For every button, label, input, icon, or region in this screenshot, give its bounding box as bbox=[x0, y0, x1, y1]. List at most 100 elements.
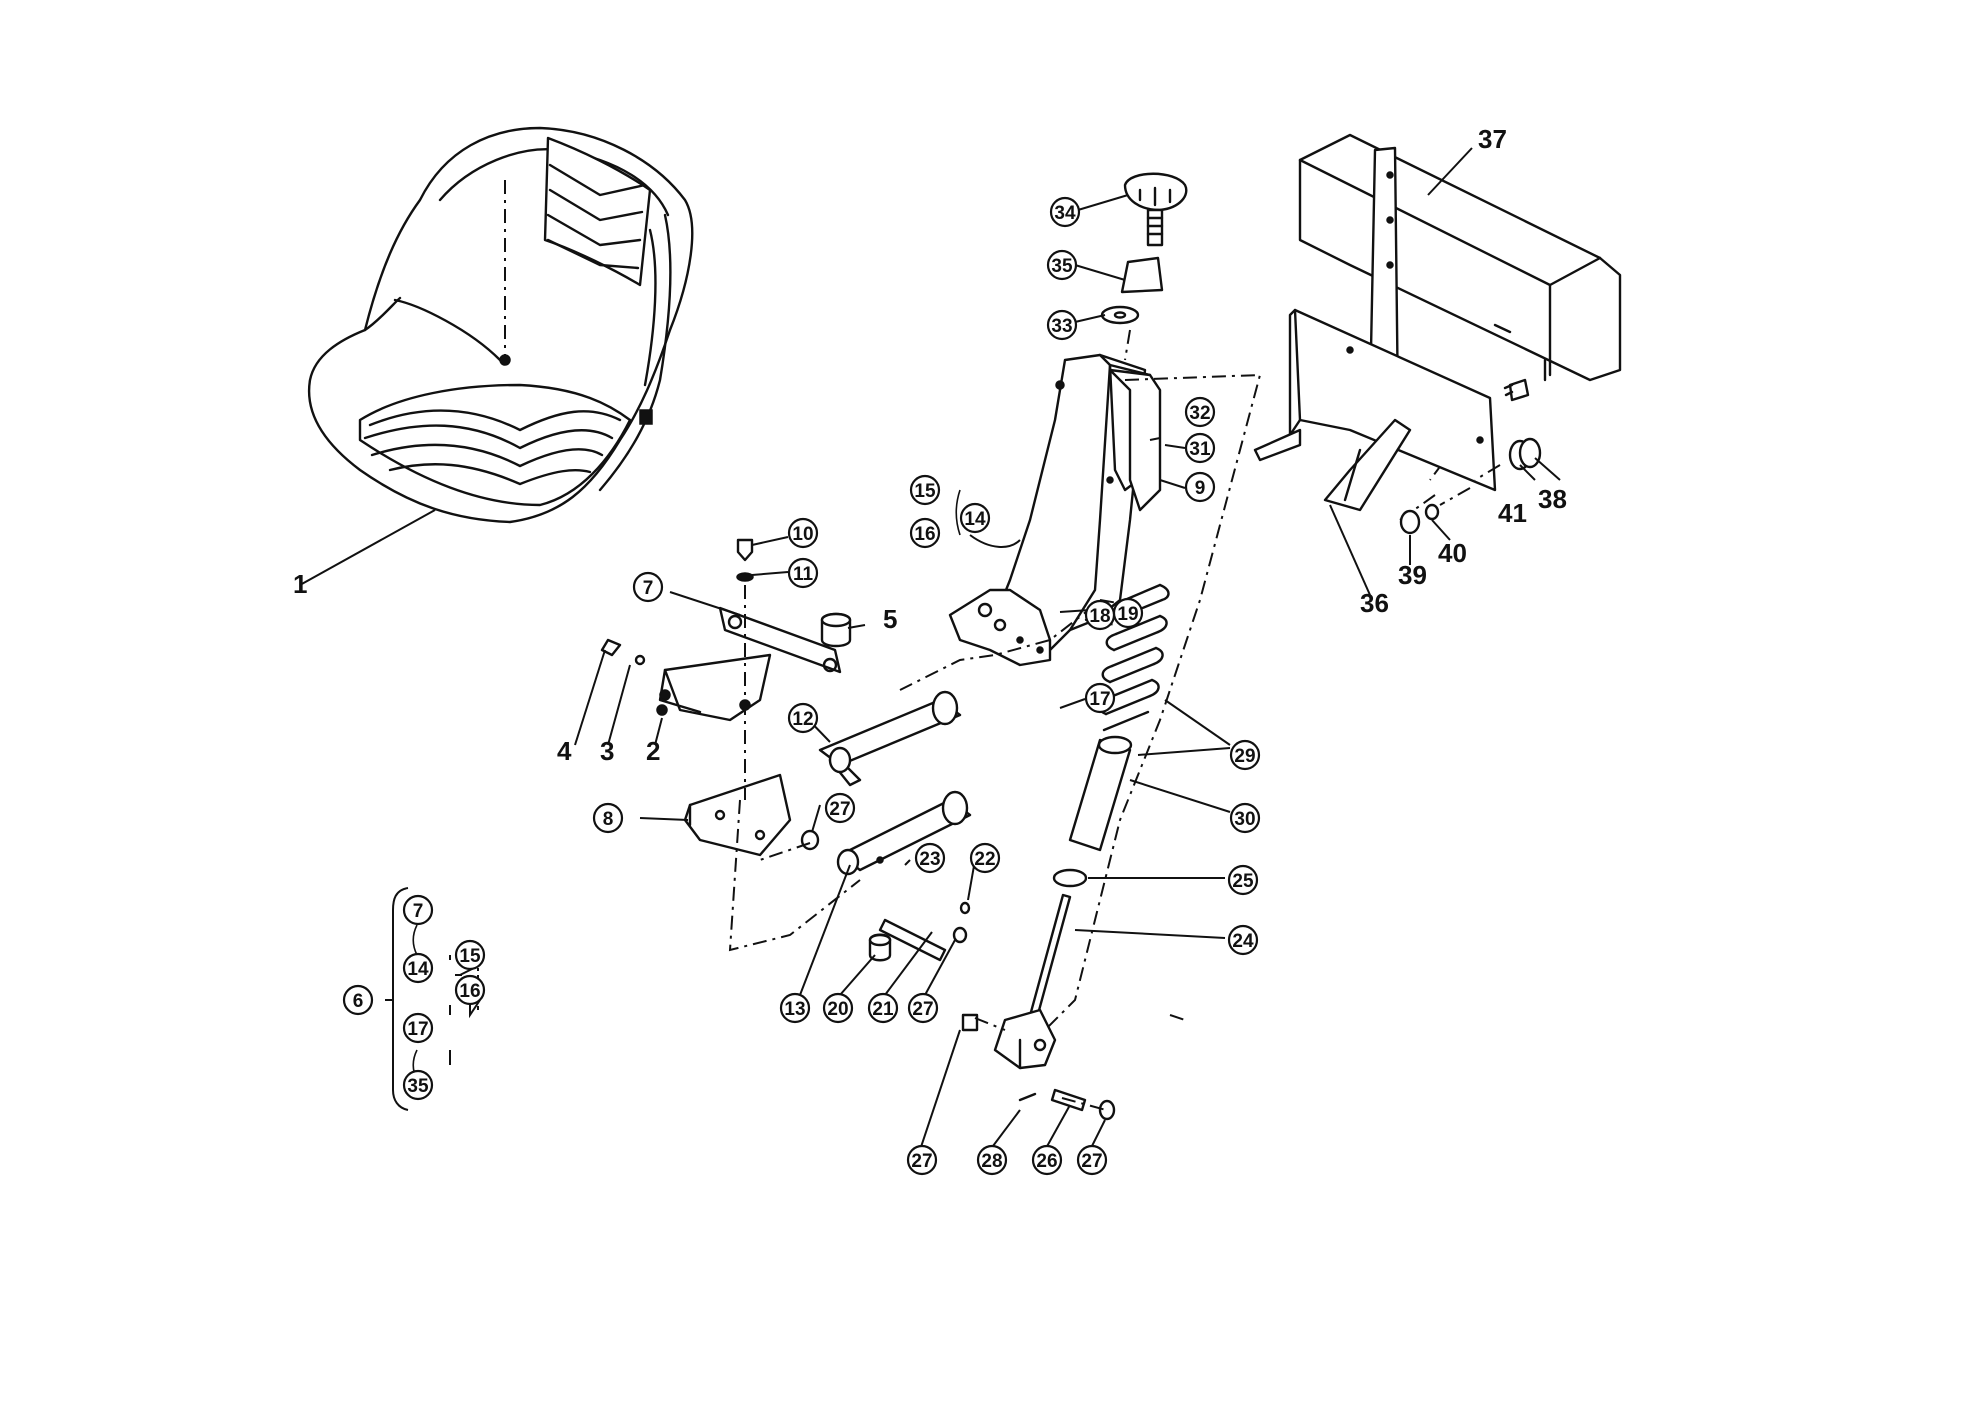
callout-circle bbox=[1184, 396, 1216, 428]
callout-number: 22 bbox=[974, 849, 995, 870]
callout-19: 19 bbox=[1112, 597, 1144, 629]
label-1: 1 bbox=[293, 569, 307, 599]
knob-34 bbox=[1123, 172, 1188, 247]
callout-circle bbox=[822, 992, 854, 1024]
callout-circle bbox=[1076, 1144, 1108, 1176]
callout-number: 26 bbox=[1036, 1151, 1057, 1172]
callout-number: 20 bbox=[827, 999, 848, 1020]
callout-31: 31 bbox=[1184, 432, 1216, 464]
collar-35 bbox=[1120, 256, 1164, 294]
seat bbox=[307, 126, 694, 524]
callout-number: 32 bbox=[1189, 403, 1210, 424]
callout-number: 31 bbox=[1189, 439, 1211, 460]
callout-number: 19 bbox=[1117, 604, 1138, 625]
callout-14: 14 bbox=[402, 952, 434, 984]
link-arm-12 bbox=[818, 690, 962, 787]
bracket-36 bbox=[1253, 146, 1497, 512]
callout-6: 6 bbox=[342, 984, 374, 1016]
callout-11: 11 bbox=[787, 557, 819, 589]
callout-circle bbox=[976, 1144, 1008, 1176]
callout-number: 11 bbox=[793, 564, 814, 585]
callout-8: 8 bbox=[592, 802, 624, 834]
callout-32: 32 bbox=[1184, 396, 1216, 428]
callout-circle bbox=[454, 939, 486, 971]
callout-circle bbox=[779, 992, 811, 1024]
callout-circle bbox=[1184, 471, 1216, 503]
callout-30: 30 bbox=[1229, 802, 1261, 834]
callout-number: 35 bbox=[1051, 256, 1073, 277]
callout-number: 23 bbox=[919, 849, 940, 870]
callout-12: 12 bbox=[787, 702, 819, 734]
callout-circle bbox=[787, 517, 819, 549]
washer-33 bbox=[1100, 305, 1140, 325]
callout-28: 28 bbox=[976, 1144, 1008, 1176]
callout-22: 22 bbox=[969, 842, 1001, 874]
callout-number: 27 bbox=[829, 799, 850, 820]
callout-circle bbox=[1049, 196, 1081, 228]
clevis-pins bbox=[961, 1013, 1116, 1121]
callout-number: 6 bbox=[353, 991, 364, 1012]
fastener-4-3-2 bbox=[600, 638, 668, 716]
callout-circle bbox=[632, 571, 664, 603]
callout-7: 7 bbox=[402, 894, 434, 926]
bumper-5 bbox=[820, 612, 852, 648]
label-37: 37 bbox=[1478, 124, 1507, 154]
callout-circle bbox=[909, 474, 941, 506]
callout-16: 16 bbox=[454, 974, 486, 1006]
label-5: 5 bbox=[883, 604, 897, 634]
callout-number: 7 bbox=[643, 578, 654, 599]
callout-circle bbox=[787, 557, 819, 589]
label-41: 41 bbox=[1498, 498, 1527, 528]
callout-17: 17 bbox=[402, 1012, 434, 1044]
callout-15: 15 bbox=[454, 939, 486, 971]
callout-number: 28 bbox=[981, 1151, 1002, 1172]
callout-circle bbox=[906, 1144, 938, 1176]
callout-number: 21 bbox=[872, 999, 894, 1020]
callout-number: 12 bbox=[792, 709, 813, 730]
callout-number: 16 bbox=[459, 981, 480, 1002]
callout-33: 33 bbox=[1046, 309, 1078, 341]
clevis bbox=[993, 1008, 1057, 1070]
callout-number: 8 bbox=[603, 809, 614, 830]
callout-number: 18 bbox=[1089, 606, 1110, 627]
callout-circle bbox=[1084, 682, 1116, 714]
callout-circle bbox=[1046, 309, 1078, 341]
callout-16: 16 bbox=[909, 517, 941, 549]
callout-number: 14 bbox=[407, 959, 429, 980]
centerlines bbox=[728, 329, 1461, 1111]
label-4: 4 bbox=[557, 736, 572, 766]
callout-circle bbox=[867, 992, 899, 1024]
callout-circle bbox=[1031, 1144, 1063, 1176]
callout-24: 24 bbox=[1227, 924, 1259, 956]
callout-number: 10 bbox=[792, 524, 813, 545]
callout-number: 17 bbox=[1089, 689, 1110, 710]
label-40: 40 bbox=[1438, 538, 1467, 568]
label-39: 39 bbox=[1398, 560, 1427, 590]
pins-bushings bbox=[800, 829, 971, 962]
mount-plate-8 bbox=[683, 773, 792, 857]
callout-number: 34 bbox=[1054, 203, 1076, 224]
callout-circle bbox=[1227, 864, 1259, 896]
callout-circle bbox=[787, 702, 819, 734]
callout-number: 27 bbox=[911, 1151, 932, 1172]
label-2: 2 bbox=[646, 736, 660, 766]
label-36: 36 bbox=[1360, 588, 1389, 618]
callout-number: 7 bbox=[413, 901, 424, 922]
callout-circle bbox=[402, 1069, 434, 1101]
callout-7: 7 bbox=[632, 571, 664, 603]
callout-number: 9 bbox=[1195, 478, 1206, 499]
callout-number: 35 bbox=[407, 1076, 429, 1097]
callout-number: 15 bbox=[459, 946, 481, 967]
callout-26: 26 bbox=[1031, 1144, 1063, 1176]
callout-number: 29 bbox=[1234, 746, 1255, 767]
label-38: 38 bbox=[1538, 484, 1567, 514]
callout-35: 35 bbox=[1046, 249, 1078, 281]
callout-circle bbox=[969, 842, 1001, 874]
link-arm-23 bbox=[836, 790, 972, 876]
callout-number: 24 bbox=[1232, 931, 1254, 952]
callout-9: 9 bbox=[1184, 471, 1216, 503]
bolt-10-washer-11 bbox=[736, 538, 754, 800]
callout-circle bbox=[907, 992, 939, 1024]
